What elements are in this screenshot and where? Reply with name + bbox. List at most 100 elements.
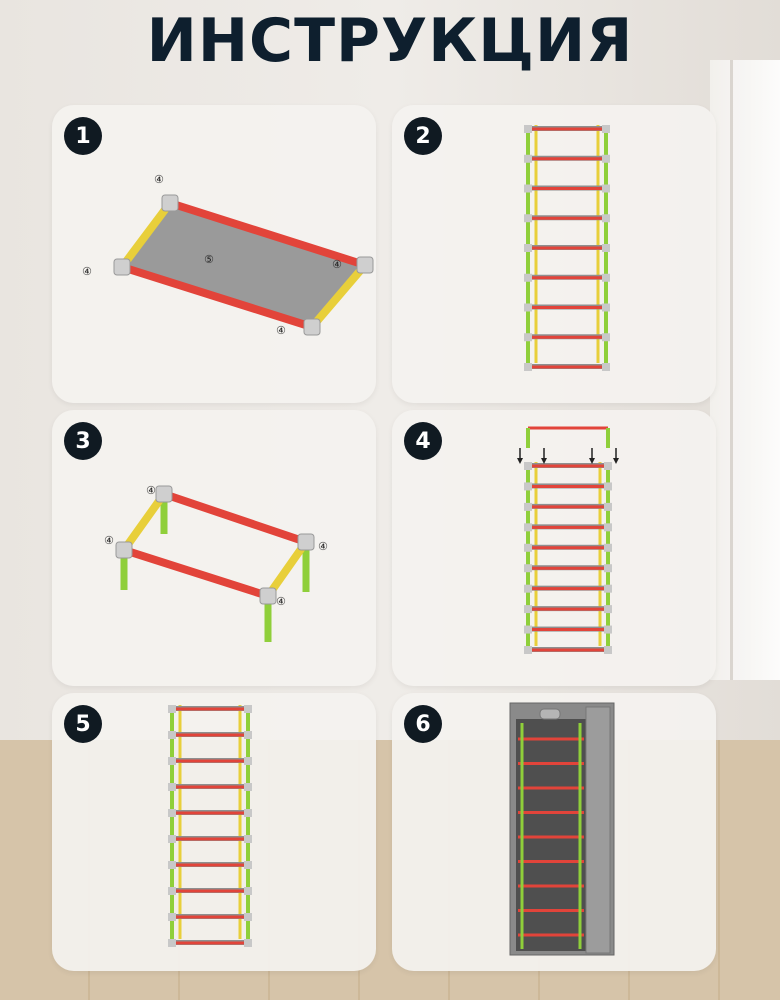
step-3-panel: 3 ④ ④ ④ ④ xyxy=(52,410,376,686)
connector xyxy=(604,523,612,532)
connector xyxy=(168,783,176,791)
connector xyxy=(244,861,252,869)
yellow-tube xyxy=(308,261,369,331)
step-6-diagram xyxy=(509,702,615,956)
connector xyxy=(524,303,532,312)
arrow-down-icon xyxy=(589,458,595,464)
connector xyxy=(524,154,532,163)
connector xyxy=(604,625,612,634)
step-4-badge: 4 xyxy=(404,422,442,460)
step-1-panel: 1 ④ ④ ④ ④ ⑤ xyxy=(52,105,376,403)
cover-opening xyxy=(516,719,586,951)
connector xyxy=(244,731,252,739)
connector xyxy=(524,543,532,552)
connector xyxy=(602,214,610,223)
connector xyxy=(602,333,610,342)
part-callout: ④ xyxy=(276,595,286,608)
part-callout: ④ xyxy=(104,534,114,547)
arrow-down-icon xyxy=(613,458,619,464)
part-callout: ⑤ xyxy=(204,253,214,266)
red-tube xyxy=(120,546,272,600)
step-4-panel: 4 xyxy=(392,410,716,686)
connector xyxy=(259,587,277,605)
connector xyxy=(524,125,532,133)
connector xyxy=(168,757,176,765)
connector xyxy=(524,273,532,282)
connector xyxy=(244,757,252,765)
connector xyxy=(168,887,176,895)
step-1-diagram: ④ ④ ④ ④ ⑤ xyxy=(82,173,374,337)
connector xyxy=(604,564,612,573)
connector xyxy=(602,184,610,193)
background-window xyxy=(710,60,780,680)
connector xyxy=(113,258,131,276)
connector xyxy=(524,584,532,593)
part-callout: ④ xyxy=(276,324,286,337)
connector xyxy=(168,809,176,817)
step-6-badge: 6 xyxy=(404,705,442,743)
connector xyxy=(244,939,252,947)
step-1-badge: 1 xyxy=(64,117,102,155)
connector xyxy=(604,543,612,552)
connector xyxy=(602,273,610,282)
connector xyxy=(524,502,532,511)
connector xyxy=(168,939,176,947)
connector xyxy=(602,244,610,252)
yellow-tube xyxy=(264,538,310,600)
connector xyxy=(297,533,315,551)
connector xyxy=(524,244,532,252)
connector xyxy=(604,482,612,491)
connector xyxy=(604,502,612,511)
part-callout: ④ xyxy=(154,173,164,186)
connector xyxy=(244,887,252,895)
connector xyxy=(244,835,252,843)
connector xyxy=(524,363,532,371)
red-tube xyxy=(118,263,316,331)
connector xyxy=(524,462,532,470)
connector xyxy=(602,125,610,133)
connector xyxy=(604,646,612,654)
step-3-diagram: ④ ④ ④ ④ xyxy=(104,484,328,642)
connector xyxy=(524,184,532,193)
connector xyxy=(602,303,610,312)
connector xyxy=(168,705,176,713)
cover-side-panel xyxy=(585,706,611,954)
step-3-badge: 3 xyxy=(64,422,102,460)
red-tube xyxy=(160,490,310,546)
connector xyxy=(524,564,532,573)
connector xyxy=(168,731,176,739)
step-5-diagram xyxy=(168,705,252,947)
connector xyxy=(604,462,612,470)
step-5-panel: 5 xyxy=(52,693,376,971)
step-2-diagram xyxy=(524,125,610,371)
connector xyxy=(244,809,252,817)
connector xyxy=(115,541,133,559)
connector xyxy=(168,913,176,921)
cover-shelves xyxy=(518,723,584,949)
step-4-diagram xyxy=(517,426,619,654)
part-callout: ④ xyxy=(332,258,342,271)
connector xyxy=(524,605,532,614)
connector xyxy=(602,154,610,163)
connector xyxy=(168,861,176,869)
step-5-badge: 5 xyxy=(64,705,102,743)
cover-rolled-flap xyxy=(539,708,561,720)
connector xyxy=(244,913,252,921)
arrow-down-icon xyxy=(541,458,547,464)
connector xyxy=(604,584,612,593)
connector xyxy=(604,605,612,614)
yellow-tube xyxy=(120,490,168,554)
part-callout: ④ xyxy=(318,540,328,553)
yellow-tube xyxy=(118,199,174,271)
step-6-panel: 6 xyxy=(392,693,716,971)
part-callout: ④ xyxy=(82,265,92,278)
connector xyxy=(524,646,532,654)
connector xyxy=(524,482,532,491)
part-callout: ④ xyxy=(146,484,156,497)
connector xyxy=(155,485,173,503)
connector xyxy=(244,705,252,713)
connector xyxy=(244,783,252,791)
step-2-panel: 2 xyxy=(392,105,716,403)
connector xyxy=(356,256,374,274)
connector xyxy=(524,333,532,342)
